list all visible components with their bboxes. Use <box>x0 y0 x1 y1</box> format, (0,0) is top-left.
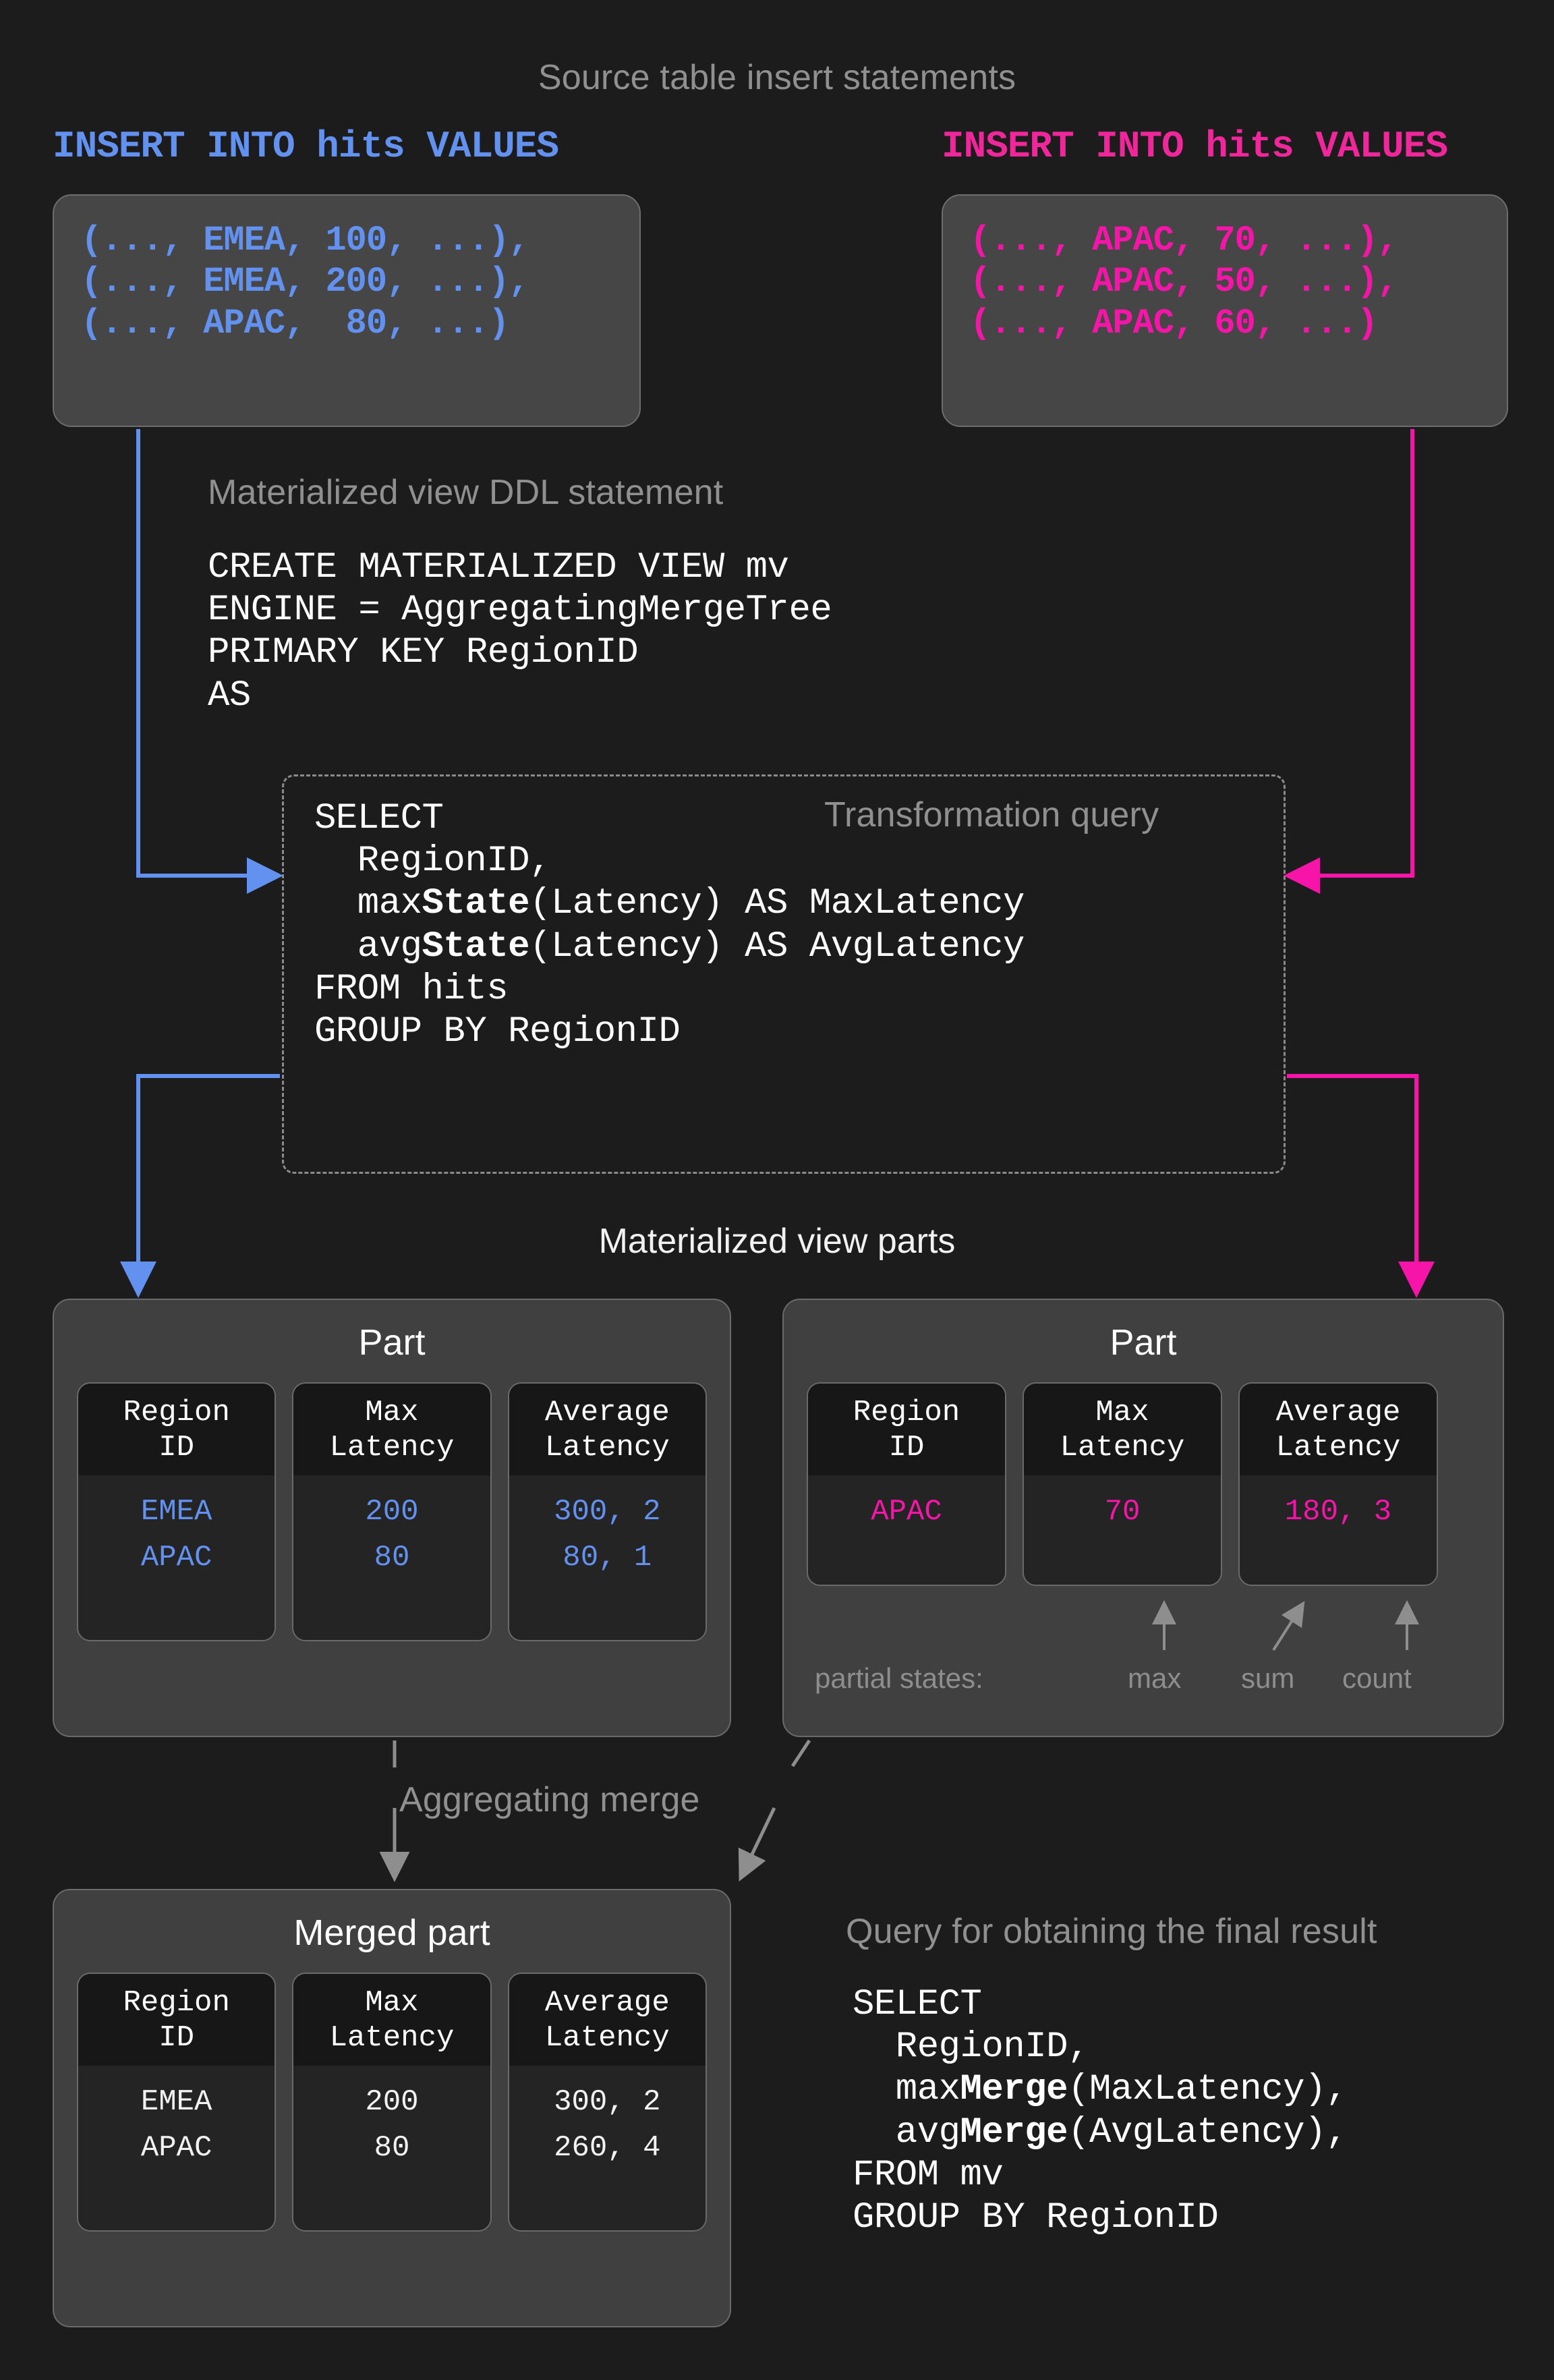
column-header: Average Latency <box>509 1384 706 1475</box>
part-title: Part <box>1110 1322 1177 1363</box>
tq-line: FROM hits <box>314 968 509 1010</box>
insert-line: (..., APAC, 80, ...) <box>81 303 509 343</box>
tq-post: (Latency) AS MaxLatency <box>529 883 1025 925</box>
merged-part: Merged part Region ID EMEA APAC Max Late… <box>53 1889 731 2327</box>
column-header: Average Latency <box>509 1974 706 2066</box>
cell: APAC <box>140 2131 212 2165</box>
part-column: Average Latency 180, 3 <box>1238 1382 1438 1586</box>
mv-parts-title: Materialized view parts <box>598 1222 956 1261</box>
insert-line: (..., APAC, 70, ...), <box>970 221 1398 260</box>
cell: 180, 3 <box>1284 1494 1392 1529</box>
tq-line: maxState(Latency) AS MaxLatency <box>314 882 1025 925</box>
tq-pre: avg <box>314 926 422 967</box>
column-header: Average Latency <box>1240 1384 1437 1475</box>
part-title: Part <box>358 1322 426 1363</box>
ddl-line: PRIMARY KEY RegionID <box>208 632 639 674</box>
transformation-query: SELECT RegionID, maxState(Latency) AS Ma… <box>314 797 1025 1053</box>
partial-states-count: count <box>1342 1662 1412 1694</box>
fq-bold: Merge <box>960 2069 1068 2111</box>
tq-line: avgState(Latency) AS AvgLatency <box>314 926 1025 968</box>
insert-card-right: (..., APAC, 70, ...), (..., APAC, 50, ..… <box>942 194 1508 427</box>
insert-line: (..., APAC, 60, ...) <box>970 303 1378 343</box>
part-column: Max Latency 70 <box>1023 1382 1222 1586</box>
part-column: Average Latency 300, 2 80, 1 <box>507 1382 707 1641</box>
part-column: Max Latency 200 80 <box>292 1973 492 2232</box>
ddl-statement: CREATE MATERIALIZED VIEW mv ENGINE = Agg… <box>208 546 832 717</box>
cell: 80 <box>374 1541 410 1575</box>
aggregating-merge-label: Aggregating merge <box>399 1780 700 1819</box>
cell: 80 <box>374 2131 410 2165</box>
final-query: SELECT RegionID, maxMerge(MaxLatency), a… <box>853 1983 1348 2239</box>
part-column: Region ID EMEA APAC <box>77 1973 277 2232</box>
fq-line: avgMerge(AvgLatency), <box>853 2112 1348 2154</box>
part-column: Region ID EMEA APAC <box>77 1382 277 1641</box>
cell: 200 <box>365 2085 419 2119</box>
partial-states-label: partial states: <box>815 1662 983 1694</box>
cell: APAC <box>871 1494 942 1529</box>
partial-states-sum: sum <box>1241 1662 1295 1694</box>
insert-card-left: (..., EMEA, 100, ...), (..., EMEA, 200, … <box>53 194 641 427</box>
ddl-line: AS <box>208 675 251 716</box>
part-column: Average Latency 300, 2 260, 4 <box>507 1973 707 2232</box>
fq-line: RegionID, <box>853 2027 1090 2068</box>
column-header: Region ID <box>78 1384 275 1475</box>
cell: 260, 4 <box>554 2131 661 2165</box>
final-query-title: Query for obtaining the final result <box>846 1912 1377 1951</box>
arrow-part-right-to-merged <box>742 1739 811 1875</box>
tq-pre: max <box>314 883 422 925</box>
insert-line: (..., EMEA, 200, ...), <box>81 262 530 302</box>
tq-post: (Latency) AS AvgLatency <box>529 926 1025 967</box>
transformation-query-title: Transformation query <box>824 795 1159 834</box>
ddl-title: Materialized view DDL statement <box>208 473 724 512</box>
transformation-query-box <box>282 774 1286 1174</box>
merged-part-title: Merged part <box>293 1913 490 1953</box>
tq-bold: State <box>422 883 530 925</box>
cell: APAC <box>140 1541 212 1575</box>
column-header: Max Latency <box>293 1974 490 2066</box>
tq-line: GROUP BY RegionID <box>314 1011 681 1052</box>
cell: 70 <box>1104 1494 1141 1529</box>
part-column: Region ID APAC <box>807 1382 1006 1586</box>
fq-post: (AvgLatency), <box>1068 2112 1348 2153</box>
column-header: Max Latency <box>293 1384 490 1475</box>
fq-line: SELECT <box>853 1984 982 2025</box>
column-header: Max Latency <box>1024 1384 1221 1475</box>
fq-line: FROM mv <box>853 2154 1004 2196</box>
part-column: Max Latency 200 80 <box>292 1382 492 1641</box>
cell: 200 <box>365 1494 419 1529</box>
column-header: Region ID <box>808 1384 1005 1475</box>
mv-part-right: Part Region ID APAC Max Latency 70 Avera… <box>782 1299 1504 1737</box>
cell: 80, 1 <box>563 1541 652 1575</box>
ddl-line: CREATE MATERIALIZED VIEW mv <box>208 547 789 588</box>
fq-post: (MaxLatency), <box>1068 2069 1348 2111</box>
ddl-line: ENGINE = AggregatingMergeTree <box>208 590 832 631</box>
cell: EMEA <box>140 2085 212 2119</box>
fq-line: GROUP BY RegionID <box>853 2197 1219 2238</box>
tq-line: RegionID, <box>314 841 552 882</box>
insert-line: (..., APAC, 50, ...), <box>970 262 1398 302</box>
cell: EMEA <box>140 1494 212 1529</box>
insert-header-right: INSERT INTO hits VALUES <box>942 125 1448 168</box>
tq-line: SELECT <box>314 798 444 839</box>
source-inserts-title: Source table insert statements <box>538 58 1016 97</box>
cell: 300, 2 <box>554 2085 661 2119</box>
fq-pre: avg <box>853 2112 960 2153</box>
fq-bold: Merge <box>960 2112 1068 2153</box>
tq-bold: State <box>422 926 530 967</box>
arrow-insert-right-to-query <box>1284 429 1414 894</box>
insert-line: (..., EMEA, 100, ...), <box>81 221 530 260</box>
insert-header-left: INSERT INTO hits VALUES <box>53 125 559 168</box>
fq-pre: max <box>853 2069 960 2111</box>
partial-states-max: max <box>1128 1662 1182 1694</box>
fq-line: maxMerge(MaxLatency), <box>853 2068 1348 2111</box>
column-header: Region ID <box>78 1974 275 2066</box>
mv-part-left: Part Region ID EMEA APAC Max Latency 200… <box>53 1299 731 1737</box>
cell: 300, 2 <box>554 1494 661 1529</box>
